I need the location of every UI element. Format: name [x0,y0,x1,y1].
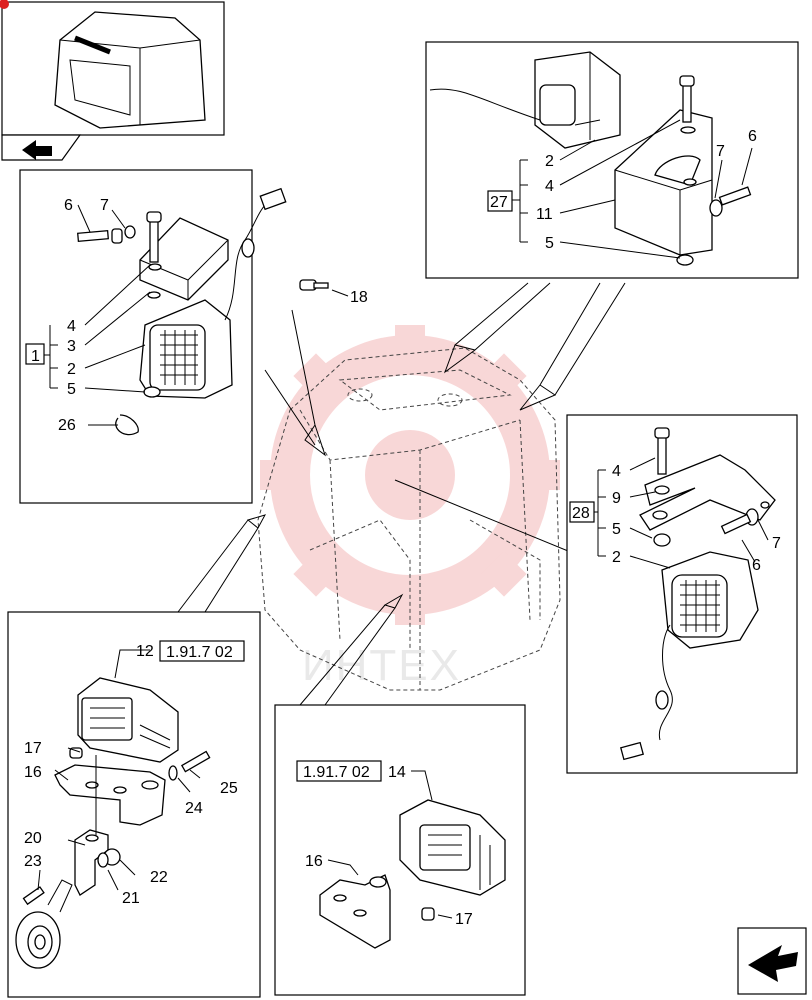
nut-icon [143,386,161,398]
washer-icon [168,765,178,781]
bolt-icon [22,886,45,906]
panel-front-lamp-right: 1.91.7 02 14 16 17 [274,704,526,996]
callout-2: 2 [67,361,76,378]
cap-icon [69,747,83,759]
bolt-icon [657,433,667,475]
group-label-28: 28 [572,505,590,522]
bolt-icon [682,81,692,123]
watermark-text: ИНТЕХ [302,641,461,690]
light-bracket-icon [614,109,713,256]
callout-6: 6 [748,128,757,145]
reference-right: 1.91.7 02 [303,764,370,781]
bolt-icon [720,513,752,535]
callout-5: 5 [67,381,76,398]
callout-26: 26 [58,417,76,434]
callout-11: 11 [536,206,553,223]
bolt-icon [77,211,162,263]
reference-left: 1.91.7 02 [166,644,233,661]
washer-icon [124,225,136,239]
horn-bracket-icon [74,829,121,896]
next-page-arrow-icon [748,945,798,982]
clip-icon [115,414,139,436]
bolt-18: 18 [299,279,368,306]
callout-21: 21 [122,890,140,907]
callout-2: 2 [545,153,554,170]
bolt-icon [718,186,752,206]
panel-work-light-top: 27 2 4 11 5 6 7 [425,41,799,279]
group-label-27: 27 [490,194,508,211]
roof-light-icon [429,51,621,149]
light-bracket-icon [139,217,229,301]
callout-7: 7 [772,535,781,552]
corner-marker-icon [0,0,9,9]
back-arrow-icon [22,140,52,160]
callout-23: 23 [24,853,42,870]
callout-5: 5 [545,235,554,252]
washer-icon [709,199,723,217]
reference-box-right[interactable] [296,760,382,782]
bolt-head-icon [654,427,670,439]
nut-icon [653,533,671,547]
callout-4: 4 [612,463,621,480]
callout-12: 12 [136,643,154,660]
pointer-arrows [177,282,626,706]
lamp-icon [77,677,179,763]
work-light-icon [139,187,287,399]
work-light-icon [619,551,759,761]
light-bracket-icon [639,454,776,531]
lamp-icon [399,799,506,896]
cab-thumbnail[interactable] [1,1,225,136]
callout-2: 2 [612,549,621,566]
callout-25: 25 [220,780,238,797]
horn-icon [15,879,73,969]
cap-icon [421,907,435,921]
callout-4: 4 [545,178,554,195]
callout-4: 4 [67,318,76,335]
callout-20: 20 [24,830,42,847]
callout-7: 7 [100,197,109,214]
callout-9: 9 [612,490,621,507]
panel-front-lamp-left: 1.91.7 02 12 17 16 2 [7,611,261,998]
nut-icon [676,254,694,266]
next-page-button[interactable] [737,927,807,995]
back-button[interactable] [1,134,82,161]
callout-6: 6 [64,197,73,214]
bolt-icon [180,750,211,773]
callout-7: 7 [716,143,725,160]
cab-frame [257,347,591,691]
callout-16: 16 [305,853,323,870]
callout-6: 6 [752,557,761,574]
cab-thumbnail-icon [54,11,206,129]
panel-work-light-left: 1 4 3 2 5 6 7 26 [19,169,287,504]
callout-17: 17 [455,911,473,928]
callout-22: 22 [150,869,168,886]
watermark-gear-icon [260,325,560,625]
panel-work-light-right: 28 4 9 5 2 7 6 [566,414,798,774]
group-label-1: 1 [31,348,40,365]
lamp-bracket-icon [54,764,166,826]
callout-17: 17 [24,740,42,757]
callout-14: 14 [388,764,406,781]
callout-24: 24 [185,800,203,817]
callout-16: 16 [24,764,42,781]
bolt-head-icon [679,75,695,87]
lamp-bracket-icon [319,874,391,949]
callout-18: 18 [350,289,368,306]
callout-5: 5 [612,521,621,538]
reference-box-left[interactable] [159,640,245,662]
callout-3: 3 [67,338,76,355]
